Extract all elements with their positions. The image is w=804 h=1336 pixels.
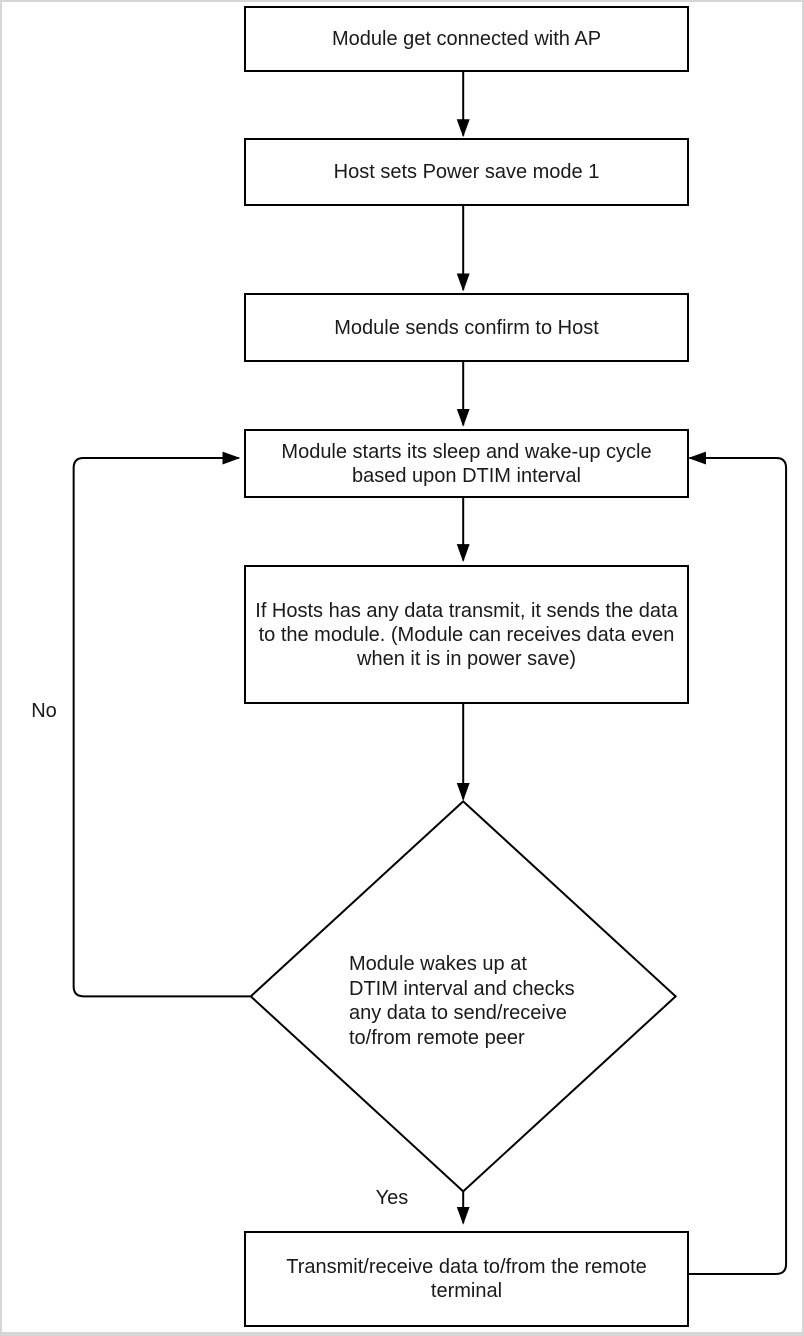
node-module-confirm: Module sends confirm to Host	[244, 293, 689, 362]
node-host-sets-power-save: Host sets Power save mode 1	[244, 138, 689, 206]
edge-label-no: No	[31, 700, 57, 722]
node-host-data-transmit: If Hosts has any data transmit, it sends…	[244, 565, 689, 704]
decision-wake-check-label: Module wakes up at DTIM interval and che…	[349, 953, 575, 1049]
node-sleep-wake-cycle: Module starts its sleep and wake-up cycl…	[244, 429, 689, 498]
node-module-connect: Module get connected with AP	[244, 6, 689, 72]
edge-transmit-sleep-loop	[686, 451, 786, 1274]
edge-label-yes: Yes	[375, 1187, 409, 1209]
edge-decision-sleep-no	[74, 451, 251, 996]
node-transmit-receive: Transmit/receive data to/from the remote…	[244, 1231, 689, 1327]
decision-diamond-shape	[251, 801, 676, 1191]
